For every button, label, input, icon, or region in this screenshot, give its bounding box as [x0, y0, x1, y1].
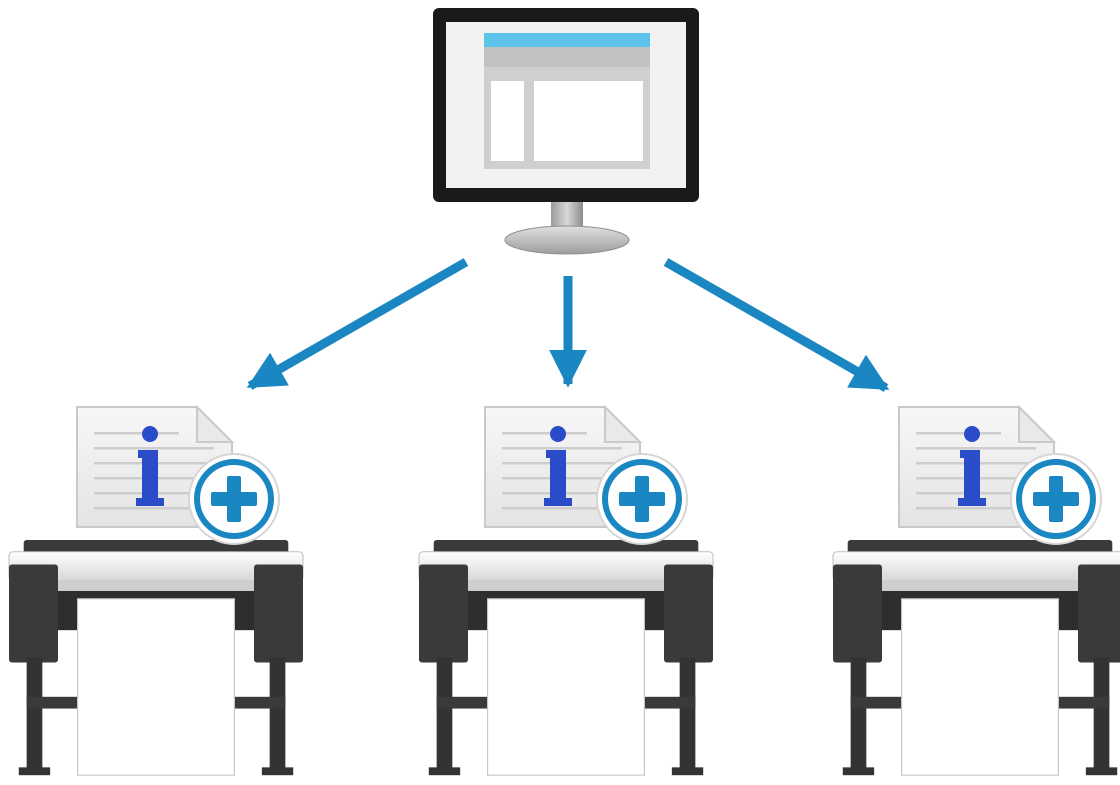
computer-monitor-icon — [433, 8, 699, 255]
large-format-printer-icon — [418, 540, 714, 776]
info-document-add-icon — [899, 407, 1101, 544]
large-format-printer-icon — [8, 540, 304, 776]
info-document-add-icon — [485, 407, 687, 544]
printer-center — [418, 407, 714, 776]
printer-left — [8, 407, 304, 776]
printer-right — [832, 407, 1120, 776]
arrow-to-left-printer — [246, 258, 469, 390]
arrows-group — [246, 258, 890, 392]
large-format-printer-icon — [832, 540, 1120, 776]
arrow-to-right-printer — [663, 258, 890, 392]
info-document-add-icon — [77, 407, 279, 544]
